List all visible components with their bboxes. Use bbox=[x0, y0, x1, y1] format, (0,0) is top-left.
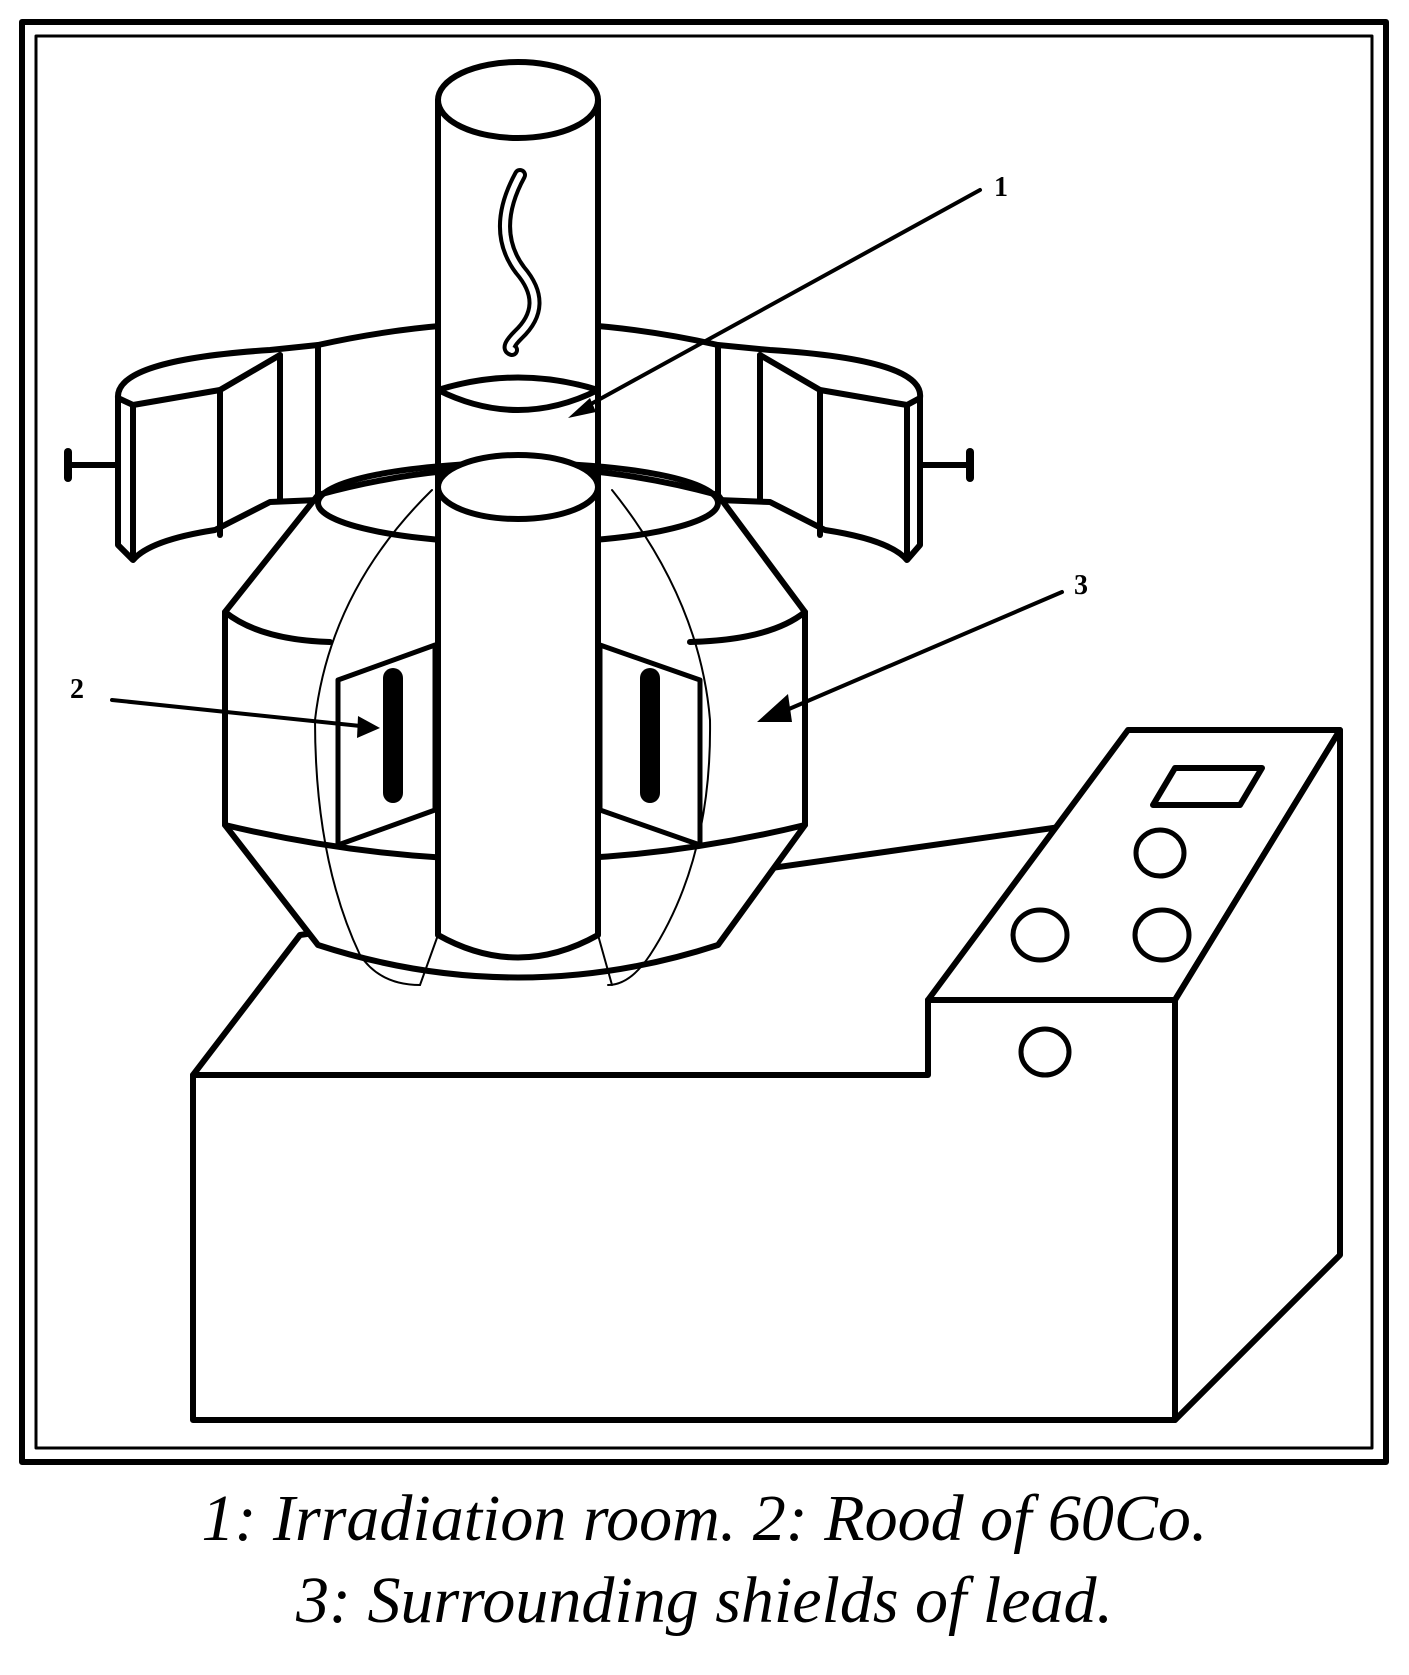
pointer-label-3: 3 bbox=[757, 570, 1088, 722]
caption-line-1: 1: Irradiation room. 2: Rood of 60Co. bbox=[201, 1482, 1208, 1555]
figure-frame bbox=[19, 19, 1389, 1465]
figure-caption: 1: Irradiation room. 2: Rood of 60Co. 3:… bbox=[0, 1478, 1409, 1642]
label-1: 1 bbox=[994, 172, 1008, 203]
pointer-label-1: 1 bbox=[568, 172, 1008, 418]
control-knob-icon bbox=[1132, 907, 1192, 963]
cobalt-rod-right bbox=[640, 668, 660, 803]
pointer-label-2: 2 bbox=[70, 674, 380, 738]
control-knob-icon bbox=[1018, 1026, 1072, 1078]
cobalt-rod-left bbox=[383, 668, 403, 803]
irradiator-diagram: 1 2 3 bbox=[19, 19, 1389, 1465]
control-knob-icon bbox=[1133, 827, 1187, 879]
caption-line-2: 3: Surrounding shields of lead. bbox=[295, 1564, 1114, 1637]
label-2: 2 bbox=[70, 674, 84, 705]
control-knob-icon bbox=[1010, 907, 1070, 963]
sample-wire-icon bbox=[498, 168, 542, 357]
display-window-icon bbox=[1150, 765, 1265, 808]
label-3: 3 bbox=[1074, 570, 1088, 601]
control-panel bbox=[1010, 765, 1265, 1078]
